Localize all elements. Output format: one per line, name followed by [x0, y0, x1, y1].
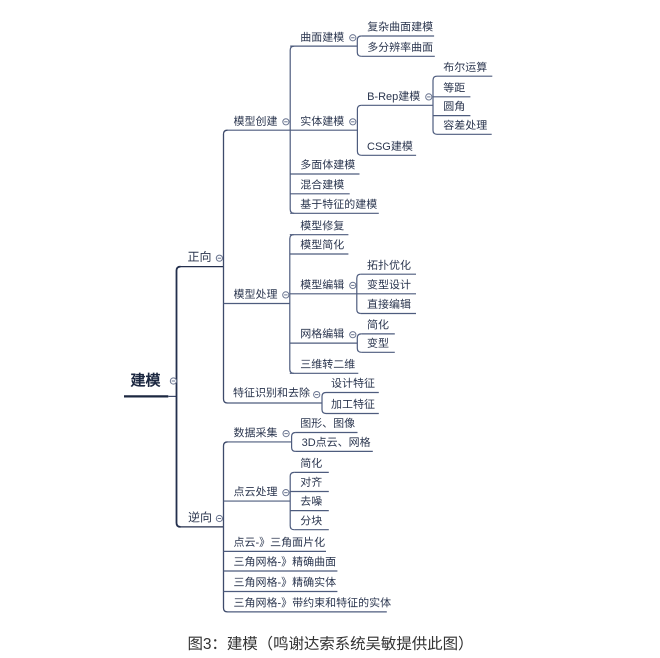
svg-text:多分辨率曲面: 多分辨率曲面 — [367, 41, 433, 54]
svg-text:特征识别和去除: 特征识别和去除 — [233, 387, 310, 400]
svg-text:正向: 正向 — [188, 250, 212, 264]
svg-text:B-Rep建模: B-Rep建模 — [367, 90, 420, 103]
svg-text:实体建模: 实体建模 — [300, 115, 344, 128]
svg-text:简化: 简化 — [300, 457, 322, 470]
svg-text:变型设计: 变型设计 — [367, 278, 411, 291]
svg-text:复杂曲面建模: 复杂曲面建模 — [367, 21, 433, 34]
svg-text:模型编辑: 模型编辑 — [300, 278, 344, 291]
svg-text:简化: 简化 — [367, 319, 389, 332]
svg-text:3D点云、网格: 3D点云、网格 — [302, 436, 371, 449]
svg-text:网格编辑: 网格编辑 — [300, 328, 344, 341]
svg-text:布尔运算: 布尔运算 — [443, 61, 487, 74]
svg-text:三维转二维: 三维转二维 — [300, 358, 355, 371]
svg-text:混合建模: 混合建模 — [300, 178, 344, 191]
svg-text:CSG建模: CSG建模 — [367, 140, 413, 153]
svg-text:容差处理: 容差处理 — [443, 119, 487, 132]
svg-text:直接编辑: 直接编辑 — [367, 298, 411, 311]
svg-text:模型修复: 模型修复 — [300, 219, 344, 232]
svg-text:去噪: 去噪 — [300, 495, 322, 508]
svg-text:分块: 分块 — [300, 514, 322, 527]
svg-text:图3：建模（鸣谢达索系统吴敏提供此图）: 图3：建模（鸣谢达索系统吴敏提供此图） — [188, 635, 474, 653]
svg-text:等距: 等距 — [443, 81, 465, 94]
svg-text:逆向: 逆向 — [188, 511, 212, 525]
svg-text:三角网格-》带约束和特征的实体: 三角网格-》带约束和特征的实体 — [234, 597, 392, 610]
svg-text:圆角: 圆角 — [443, 100, 465, 113]
svg-text:数据采集: 数据采集 — [234, 427, 278, 440]
svg-text:三角网格-》精确实体: 三角网格-》精确实体 — [234, 576, 337, 589]
svg-text:模型处理: 模型处理 — [234, 288, 278, 301]
svg-text:基于特征的建模: 基于特征的建模 — [300, 198, 377, 211]
svg-text:图形、图像: 图形、图像 — [300, 417, 355, 430]
svg-text:点云处理: 点云处理 — [234, 486, 278, 499]
svg-text:设计特征: 设计特征 — [331, 377, 375, 390]
svg-text:三角网格-》精确曲面: 三角网格-》精确曲面 — [234, 556, 337, 569]
svg-text:拓扑优化: 拓扑优化 — [367, 259, 411, 272]
svg-text:模型创建: 模型创建 — [234, 115, 278, 128]
svg-text:模型简化: 模型简化 — [300, 239, 344, 252]
svg-text:变型: 变型 — [367, 337, 389, 350]
svg-text:对齐: 对齐 — [300, 476, 322, 489]
svg-text:曲面建模: 曲面建模 — [300, 31, 344, 44]
svg-text:点云-》三角面片化: 点云-》三角面片化 — [234, 536, 326, 549]
svg-text:多面体建模: 多面体建模 — [300, 159, 355, 172]
svg-text:加工特征: 加工特征 — [331, 398, 375, 411]
svg-text:建模: 建模 — [131, 373, 162, 390]
